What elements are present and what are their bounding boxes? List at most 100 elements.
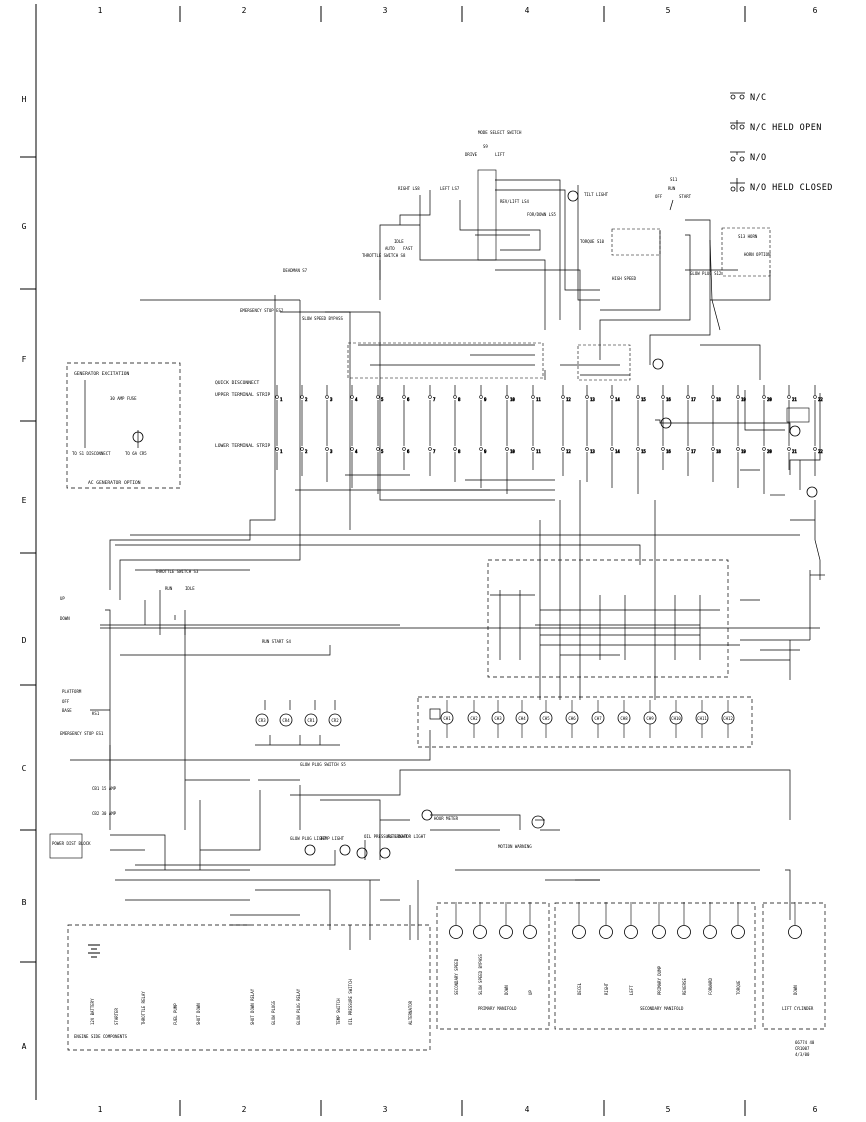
col-label: 2 xyxy=(242,6,247,15)
col-label: 6 xyxy=(813,1105,818,1114)
quick-disconnect-label: QUICK DISCONNECT xyxy=(215,380,259,386)
terminal-number: 5 xyxy=(381,397,384,402)
valve-label: DOWN xyxy=(793,985,798,995)
horn-option-label: HORN OPTION xyxy=(744,252,771,257)
upper-terminal: 9 xyxy=(479,395,487,402)
col-label: 3 xyxy=(383,1105,388,1114)
component-label: TEMP SWITCH xyxy=(336,998,341,1025)
terminal-number: 20 xyxy=(767,449,772,454)
mode-select-label: MODE SELECT SWITCH xyxy=(478,130,522,135)
terminal-number: 6 xyxy=(407,449,410,454)
s3-run-label: RUN xyxy=(165,586,173,591)
terminal-number: 6 xyxy=(407,397,410,402)
component-label: THROTTLE RELAY xyxy=(141,991,146,1025)
row-label: F xyxy=(22,355,27,364)
terminal-number: 16 xyxy=(666,449,671,454)
terminal-number: 2 xyxy=(305,397,308,402)
s11-run-label: RUN xyxy=(668,186,676,191)
valve-label: REVERSE xyxy=(682,978,687,995)
component-label: OIL PRESSURE SWITCH xyxy=(348,979,353,1025)
col-label: 1 xyxy=(98,1105,103,1114)
valve-coil: FORWARD xyxy=(703,902,717,995)
terminal-number: 16 xyxy=(666,397,671,402)
legend-nc-held-open xyxy=(730,120,745,130)
controller-channel: CH12 xyxy=(721,700,735,738)
engine-component: SHUT DOWN RELAY xyxy=(250,988,255,1025)
channel-label: CH9 xyxy=(646,716,654,721)
legend-label: N/C HELD OPEN xyxy=(750,123,822,133)
throttle-s3-label: THROTTLE SWITCH S3 xyxy=(155,569,199,574)
terminal-number: 21 xyxy=(792,449,797,454)
upper-terminal: 3 xyxy=(325,395,333,402)
terminal-number: 7 xyxy=(433,449,436,454)
valve-label: PRIMARY DUMP xyxy=(657,966,662,995)
engine-component: GLOW PLUGS xyxy=(271,1000,276,1025)
terminal-number: 22 xyxy=(818,397,823,402)
valve-coil: DOWN xyxy=(499,902,513,995)
controller-channel: CH1 xyxy=(440,700,454,738)
s11-start-label: START xyxy=(679,194,692,199)
component-label: 12V BATTERY xyxy=(90,998,95,1025)
col-label: 4 xyxy=(525,6,530,15)
lift-cylinder: LIFT CYLINDER DOWN xyxy=(762,902,826,1030)
switch-legend: N/C N/C HELD OPEN N/O N/O HELD CLOSED xyxy=(730,92,832,193)
cb1-label: CB1 15 AMP xyxy=(92,786,117,791)
legend-no-held-closed xyxy=(730,178,745,192)
component-label: GLOW PLUG RELAY xyxy=(296,988,301,1025)
terminal-number: 19 xyxy=(741,397,746,402)
idle-label: IDLE xyxy=(394,239,404,244)
to-6a-label: TO 6A CR5 xyxy=(125,451,147,456)
lower-terminal: 16 xyxy=(661,447,672,454)
engine-component: 12V BATTERY xyxy=(90,998,95,1025)
controller-channel: CH4 xyxy=(515,700,529,738)
upper-terminal: 22 xyxy=(813,395,824,402)
terminal-number: 2 xyxy=(305,449,308,454)
row-labels: H G F E D C B A xyxy=(22,95,27,1051)
high-speed-label: HIGH SPEED xyxy=(612,276,637,281)
primary-manifold-label: PRIMARY MANIFOLD xyxy=(478,1006,517,1011)
terminal-number: 1 xyxy=(280,449,283,454)
alternator-light-label: ALTERNATOR LIGHT xyxy=(387,834,426,839)
upper-terminal: 4 xyxy=(350,395,358,402)
col-label: 1 xyxy=(98,6,103,15)
terminal-number: 11 xyxy=(536,397,541,402)
terminal-number: 9 xyxy=(484,397,487,402)
col-label: 3 xyxy=(383,6,388,15)
cr-coil: CR4 xyxy=(279,713,293,727)
upper-terminal: 18 xyxy=(711,395,722,402)
legend-no xyxy=(730,151,745,162)
gen-exc-label: GENERATOR EXCITATION xyxy=(74,371,130,377)
lift-label: LIFT xyxy=(495,152,505,157)
right-ls8-label: RIGHT LS8 xyxy=(398,186,420,191)
auto-label: AUTO xyxy=(385,246,395,251)
col-label: 4 xyxy=(525,1105,530,1114)
legend-label: N/O xyxy=(750,153,767,163)
valve-label: SECONDARY SPEED xyxy=(454,958,459,995)
lift-cylinder-label: LIFT CYLINDER xyxy=(782,1006,814,1011)
cr-label: CR4 xyxy=(282,718,290,723)
cr-label: CR2 xyxy=(331,718,339,723)
terminal-number: 13 xyxy=(590,449,595,454)
valve-label: FORWARD xyxy=(708,978,713,995)
row-label: G xyxy=(22,222,27,231)
terminal-number: 12 xyxy=(566,449,571,454)
valve-label: TORQUE xyxy=(736,980,741,995)
terminal-number: 22 xyxy=(818,449,823,454)
base-label: BASE xyxy=(62,708,72,713)
glow-plug-s12-label: GLOW PLUG S12 xyxy=(690,271,722,276)
terminal-number: 17 xyxy=(691,397,696,402)
control-box-wiring xyxy=(70,179,825,950)
engine-component: ALTERNATOR xyxy=(408,1000,413,1025)
lower-terminal: 14 xyxy=(610,447,621,454)
column-labels-bottom: 1 2 3 4 5 6 xyxy=(98,1105,818,1114)
control-box-switches: DEADMAN S7 EMERGENCY STOP ES2 SLOW SPEED… xyxy=(240,177,818,498)
terminal-number: 18 xyxy=(716,397,721,402)
drive-label: DRIVE xyxy=(465,152,478,157)
engine-component: SHUT DOWN xyxy=(196,1003,201,1025)
controller-module xyxy=(417,696,753,748)
upper-terminal: 2 xyxy=(300,395,308,402)
left-ls7-label: LEFT LS7 xyxy=(440,186,460,191)
lower-terminal: 22 xyxy=(813,447,824,454)
